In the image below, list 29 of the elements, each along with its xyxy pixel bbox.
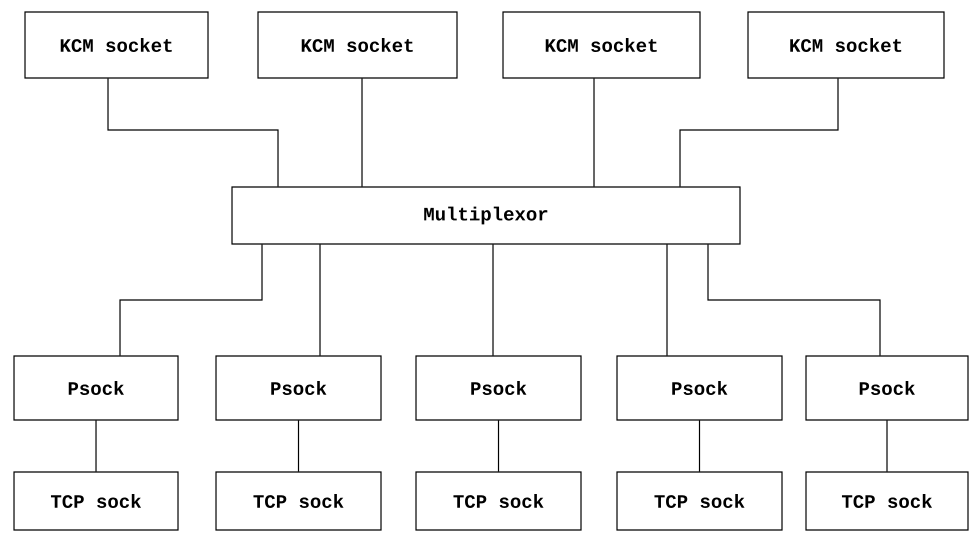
socket-box: Psock xyxy=(215,355,382,421)
socket-box: Psock xyxy=(805,355,969,421)
connector-line xyxy=(119,244,263,356)
socket-box: TCP sock xyxy=(805,471,969,531)
socket-box: KCM socket xyxy=(257,11,458,79)
connector-line xyxy=(298,420,300,472)
connector-line xyxy=(498,420,500,472)
socket-box: KCM socket xyxy=(24,11,209,79)
connector-line xyxy=(319,244,321,356)
connector-line xyxy=(95,420,97,472)
connector-line xyxy=(361,78,363,186)
connector-line xyxy=(679,78,839,186)
connector-line xyxy=(698,420,700,472)
socket-box: KCM socket xyxy=(502,11,701,79)
connector-line xyxy=(886,420,888,472)
socket-box: Psock xyxy=(616,355,783,421)
connector-line xyxy=(707,244,881,356)
socket-box: TCP sock xyxy=(215,471,382,531)
socket-box: TCP sock xyxy=(415,471,582,531)
socket-box: Psock xyxy=(13,355,179,421)
connector-line xyxy=(107,78,279,186)
connector-line xyxy=(492,244,494,356)
connector-line xyxy=(593,78,595,186)
multiplexor-box: Multiplexor xyxy=(231,186,741,245)
socket-box: TCP sock xyxy=(13,471,179,531)
socket-box: Psock xyxy=(415,355,582,421)
socket-box: KCM socket xyxy=(747,11,945,79)
socket-box: TCP sock xyxy=(616,471,783,531)
connector-line xyxy=(666,244,668,356)
